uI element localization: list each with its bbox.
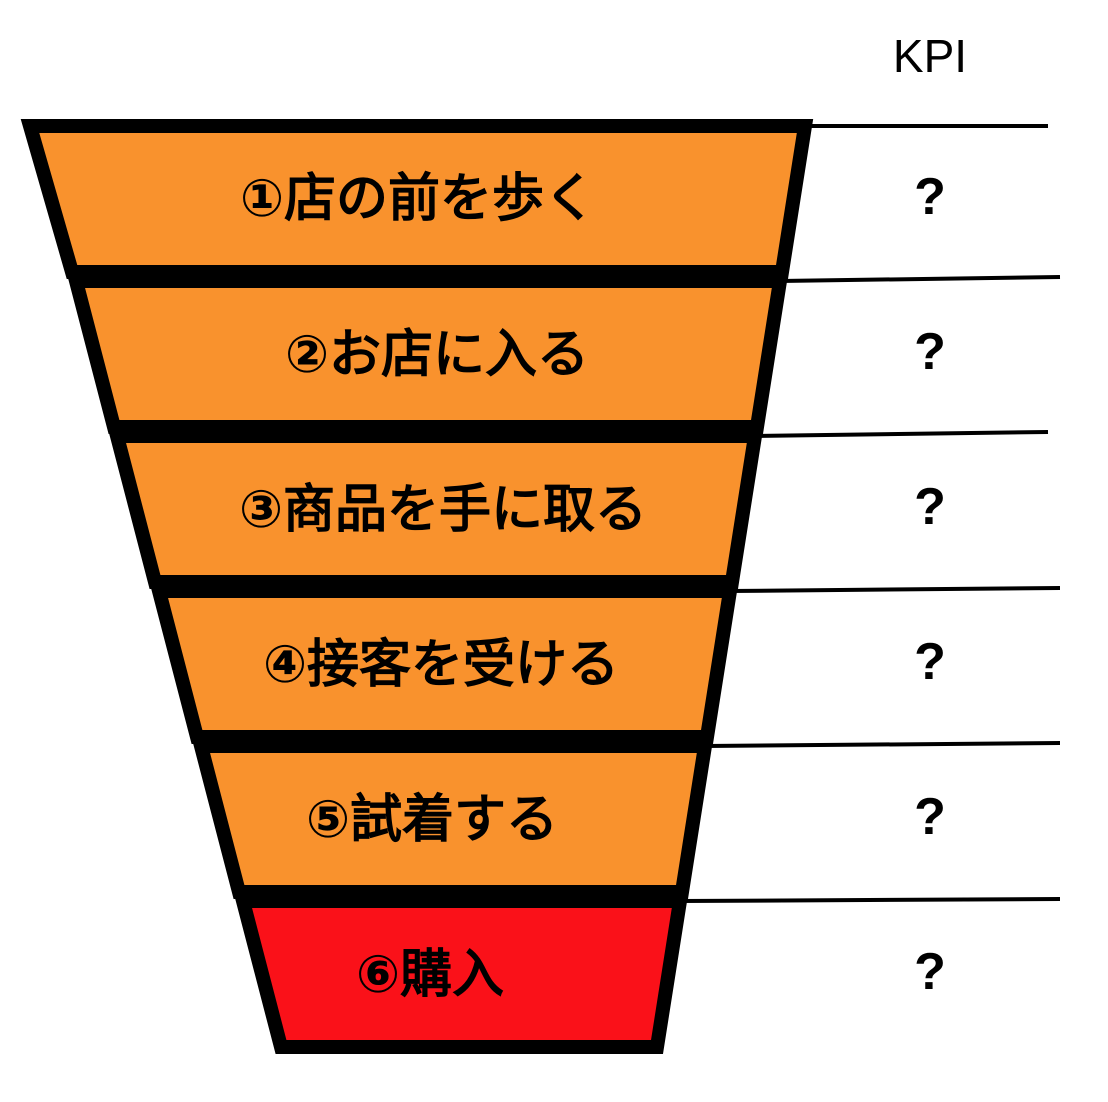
kpi-separator-line-6 — [679, 897, 1061, 903]
kpi-value-stage-2[interactable]: ? — [914, 323, 946, 381]
funnel-stage-shapes — [20, 119, 814, 1054]
kpi-separator-line-5 — [704, 741, 1061, 748]
funnel-stage-6[interactable] — [233, 894, 689, 1054]
kpi-separator-line-4 — [729, 586, 1061, 593]
funnel-stage-4[interactable] — [149, 584, 739, 744]
kpi-separator-line-2 — [779, 275, 1061, 283]
funnel-stage-3[interactable] — [107, 429, 764, 589]
funnel-stage-1[interactable] — [20, 119, 814, 279]
kpi-separator-lines — [679, 124, 1061, 903]
kpi-value-stage-6[interactable]: ? — [914, 943, 946, 1001]
kpi-column-header: KPI — [892, 30, 968, 82]
kpi-value-stage-1[interactable]: ? — [914, 168, 946, 226]
funnel-stage-5[interactable] — [191, 739, 714, 899]
kpi-separator-line-3 — [754, 430, 1049, 438]
funnel-stage-2[interactable] — [66, 274, 789, 434]
kpi-value-stage-4[interactable]: ? — [914, 633, 946, 691]
kpi-value-stage-5[interactable]: ? — [914, 788, 946, 846]
kpi-value-stage-3[interactable]: ? — [914, 478, 946, 536]
